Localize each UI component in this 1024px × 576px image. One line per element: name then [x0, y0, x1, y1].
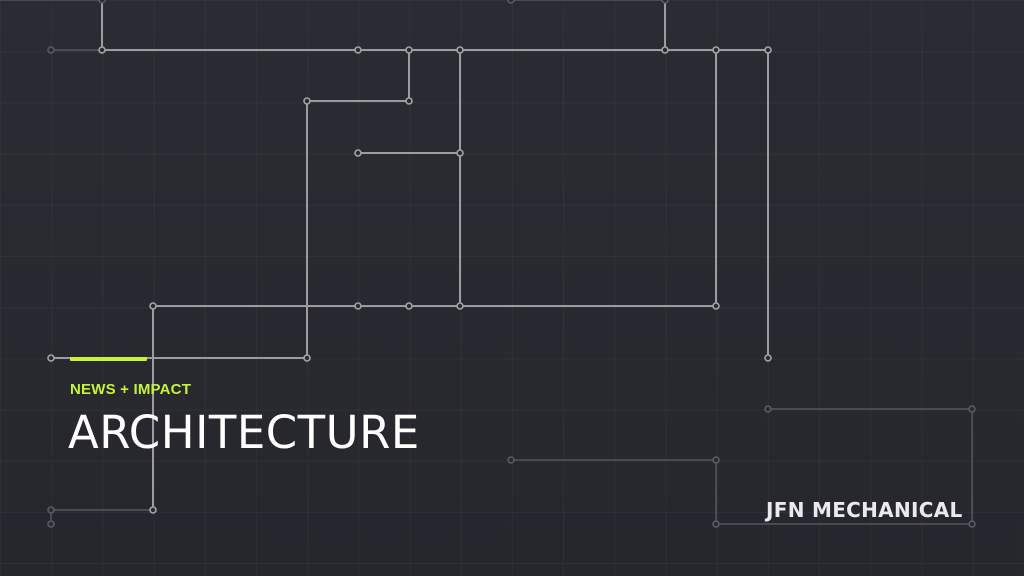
brand-wordmark: JFN MECHANICAL: [766, 498, 963, 522]
eyebrow-label: NEWS + IMPACT: [70, 381, 192, 398]
accent-bar: [70, 357, 147, 361]
circuit-nodes: [47, 0, 976, 528]
slide-title: ARCHITECTURE: [68, 406, 420, 459]
